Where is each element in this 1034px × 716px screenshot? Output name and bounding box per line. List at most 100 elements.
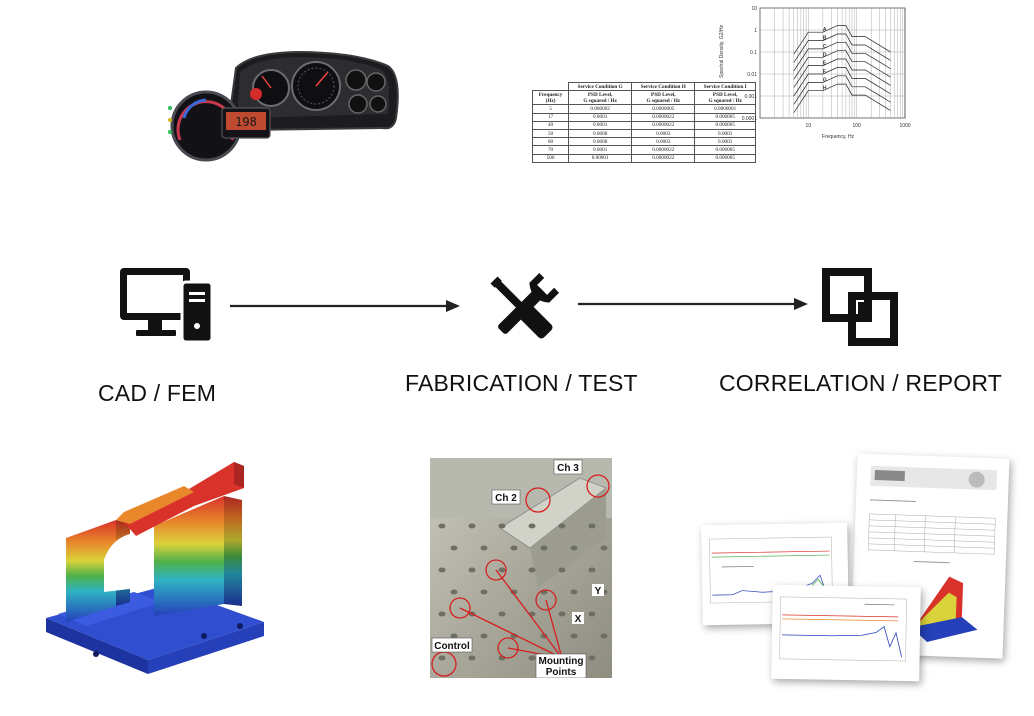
arrow-head [794,298,808,310]
plate-hole [438,523,446,529]
plate-hole [438,655,446,661]
plate-hole [600,545,608,551]
psd-sub-header-unit: G squared / Hz [708,97,742,104]
callout-ch3: Ch 3 [557,463,579,474]
psd-sub-header: PSD Level, [712,91,738,98]
plate-hole [498,523,506,529]
psd-table-cell: 0.0003 [631,128,696,139]
plate-hole [558,611,566,617]
callout-control: Control [434,641,470,652]
report-page-front [771,584,921,682]
psd-curve-letter: D [823,52,827,58]
psd-sub-header: PSD Level, [587,91,613,98]
psd-curve [793,41,891,72]
psd-curve-letter: A [823,27,827,33]
psd-ytick-label: 0.001 [744,94,757,100]
psd-table-image: Service Condition G Service Condition H … [531,81,756,163]
psd-table-cell: 0.00001 [568,153,633,163]
psd-curve [793,50,891,80]
flow-arrows [230,298,808,312]
psd-ytick-label: 1 [754,28,757,34]
plate-hole [588,611,596,617]
test-setup-photo: Ch 3 Ch 2 Control Mounting Points X Y [430,458,612,678]
stage-label-correlation-report: CORRELATION / REPORT [719,370,1003,396]
plate-hole [438,567,446,573]
plate-hole [480,589,488,595]
report-page-front-content [779,596,907,662]
psd-xtick-label: 10 [806,123,812,129]
plate-hole [540,545,548,551]
psd-curve [793,58,891,88]
plate-hole [570,545,578,551]
psd-table-cell: 40 [531,120,570,130]
psd-chart-xlabel: Frequency, Hz [822,134,855,140]
plate-hole [480,633,488,639]
callout-axis-x: X [575,614,582,625]
psd-curve-letter: G [823,77,827,83]
psd-col-label: Frequency [538,91,563,98]
computer-workstation-icon [120,268,214,344]
plate-hole [468,655,476,661]
plate-hole [528,567,536,573]
plate-hole [468,567,476,573]
psd-curve [793,25,891,55]
psd-curve [793,67,891,97]
stage-label-cad-fem: CAD / FEM [98,380,217,406]
callout-axis-y: Y [595,586,602,597]
psd-table-cell: 0.0001 [568,120,633,130]
psd-curve [793,75,891,105]
plate-hole [588,567,596,573]
psd-curve-letter: F [823,69,826,75]
psd-table-cell: 70 [531,145,570,155]
stage-label-fabrication-test: FABRICATION / TEST [405,370,638,396]
psd-table-cell: 0.0000005 [631,104,696,114]
psd-table-cell: 0.0000022 [631,112,696,122]
plate-hole [528,523,536,529]
overlap-squares-icon [822,268,898,346]
psd-ytick-label: 0.1 [750,50,757,56]
psd-table-cell: 0.000005 [694,153,756,163]
psd-table-cell: 0.0008 [568,128,633,139]
psd-table-cell: 80 [531,137,570,147]
psd-header-g: Service Condition G [568,81,633,92]
plate-hole [468,523,476,529]
plate-hole [588,523,596,529]
psd-table-cell: 0.0000022 [631,145,696,155]
psd-curve-letter: B [823,36,827,42]
instrument-cluster-image: 198 [168,50,399,162]
psd-table-cell: 0.0000022 [631,120,696,130]
report-page-back-content [867,465,998,642]
psd-table-cell: 0.0003 [631,137,696,147]
psd-xtick-label: 100 [852,123,861,129]
psd-table-cell: 0.0001 [568,145,633,155]
fem-bracket-image [46,462,264,674]
plate-hole [570,589,578,595]
psd-table-cell: 500 [531,153,570,163]
plate-hole [558,567,566,573]
plate-hole [450,589,458,595]
psd-table-cell: 0.0008 [568,137,633,147]
psd-curve-letter: C [823,44,827,50]
psd-table: Service Condition G Service Condition H … [531,81,756,163]
psd-header-h: Service Condition H [631,81,696,92]
callout-mounting: Mounting [539,656,584,667]
svg-text:198: 198 [235,115,257,129]
plate-hole [570,633,578,639]
plate-hole [450,545,458,551]
plate-hole [558,523,566,529]
psd-sub-header-unit: G squared / Hz [646,97,681,104]
psd-xtick-label: 1000 [899,123,910,129]
psd-table-cell: 0.000002 [568,104,633,114]
callout-ch2: Ch 2 [495,493,517,504]
psd-table-cell: 50 [531,128,570,139]
psd-sub-header: PSD Level, [651,91,676,98]
psd-col-unit: (Hz) [545,97,556,104]
arrow-head [446,300,460,312]
plate-hole [588,655,596,661]
psd-curve [793,33,891,63]
